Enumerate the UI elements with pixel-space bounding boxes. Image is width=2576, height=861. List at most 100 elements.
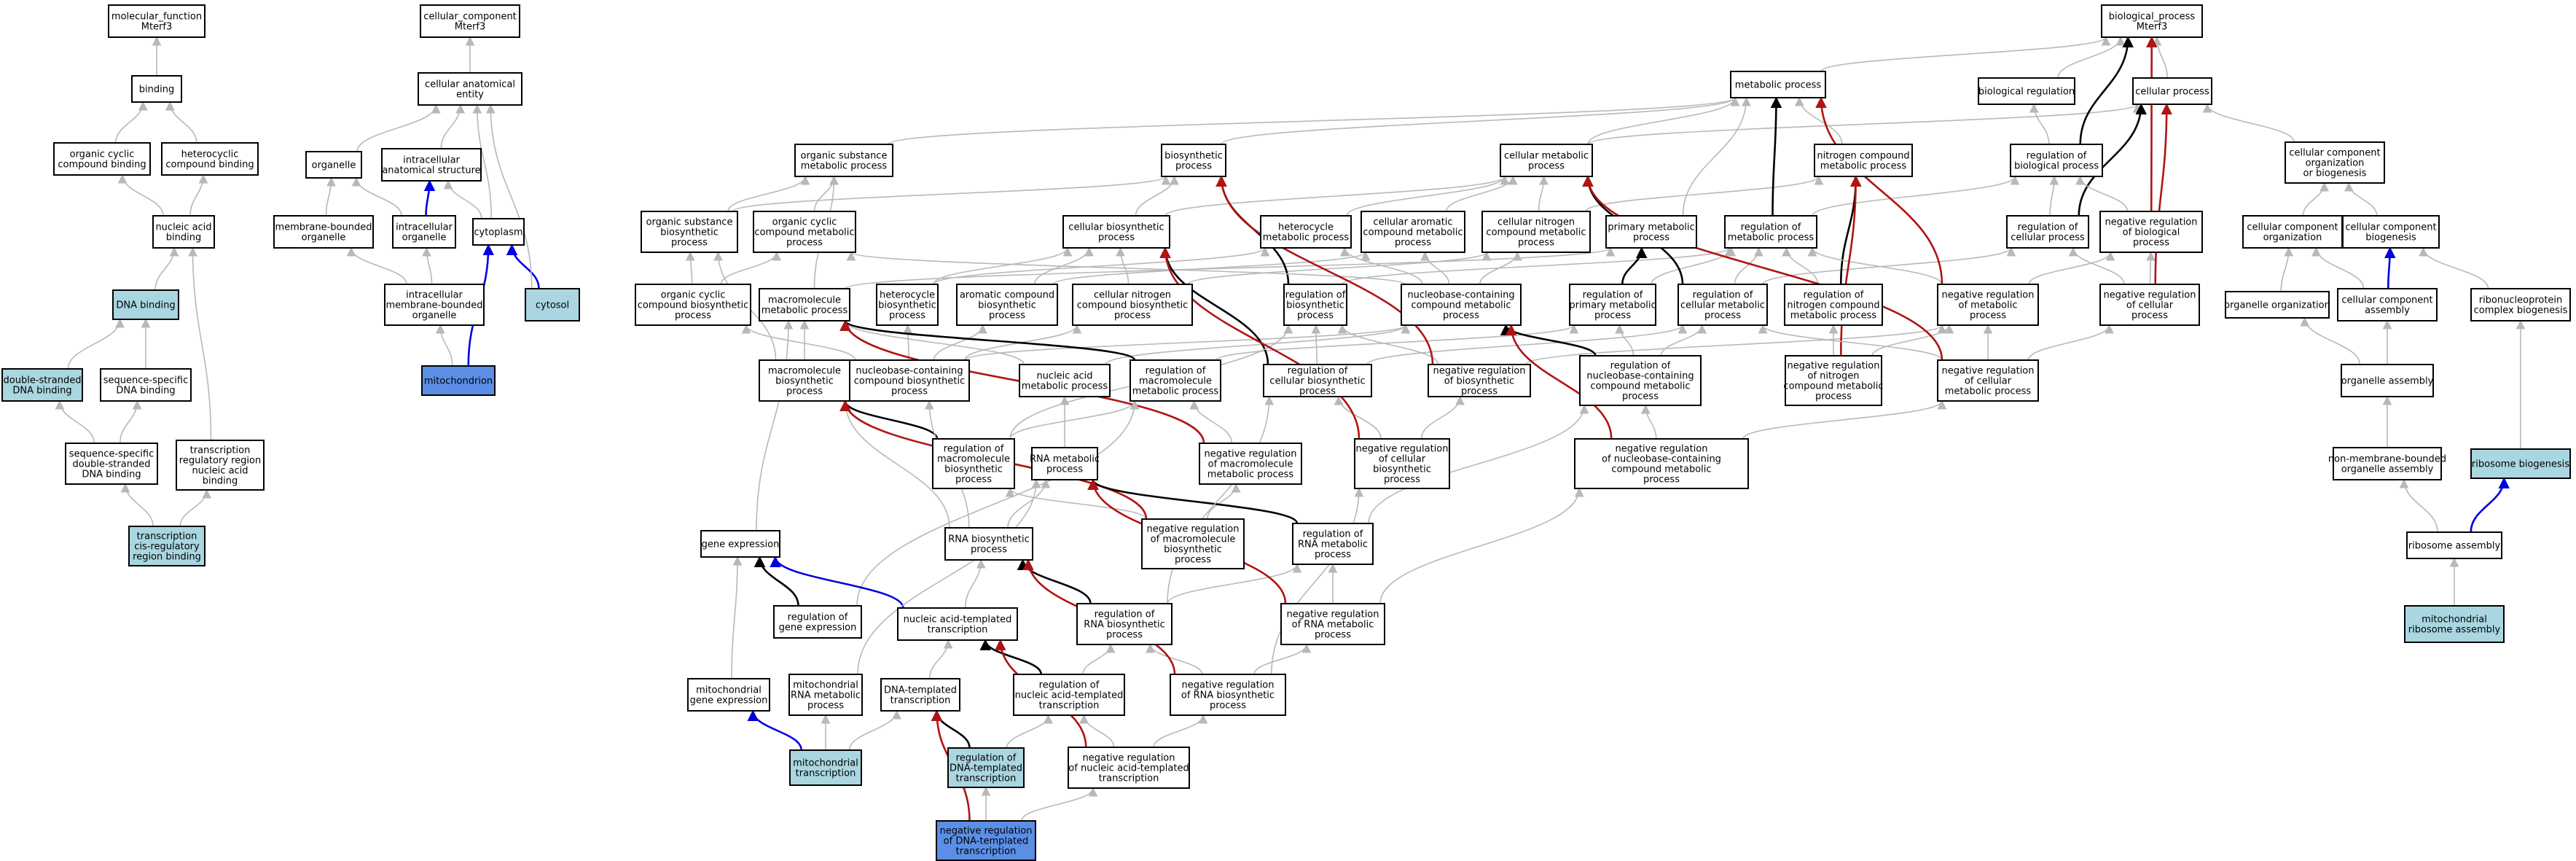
go-term-node-cytosol[interactable]: cytosol [525, 288, 580, 322]
go-term-node-reg-macro-bio[interactable]: regulation ofmacromoleculebiosyntheticpr… [932, 438, 1015, 489]
go-term-node-dna-bind[interactable]: DNA binding [112, 289, 179, 320]
go-term-node-bio-reg[interactable]: biological regulation [1978, 77, 2075, 105]
go-term-node-org-assembly[interactable]: organelle assembly [2341, 364, 2434, 397]
edge-is-a-intracell-mem-org-to-membrane-org [346, 246, 407, 285]
go-term-node-ribo-biogen[interactable]: ribosome biogenesis [2470, 448, 2571, 479]
edge-is-a-org-subst-bio-to-org-subst-meta [727, 175, 810, 212]
go-term-node-mitochondrion[interactable]: mitochondrion [421, 365, 496, 396]
go-term-node-org-org[interactable]: organelle organization [2224, 291, 2330, 319]
node-box [880, 678, 960, 712]
go-term-node-organelle[interactable]: organelle [305, 151, 362, 179]
go-term-node-gene-expr[interactable]: gene expression [700, 530, 780, 558]
go-term-node-ribo-assembly[interactable]: ribosome assembly [2406, 531, 2502, 559]
go-term-node-reg-nucbase-meta[interactable]: regulation ofnucleobase-containingcompou… [1579, 355, 1702, 406]
node-box [2010, 144, 2103, 177]
node-label-line: compound metabolic [754, 227, 854, 238]
go-term-node-binding[interactable]: binding [131, 75, 182, 103]
go-term-node-cellular-proc[interactable]: cellular process [2132, 77, 2212, 105]
go-term-node-cytoplasm[interactable]: cytoplasm [472, 218, 525, 246]
go-term-node-metabolic[interactable]: metabolic process [1730, 71, 1826, 98]
node-box [1130, 359, 1221, 402]
